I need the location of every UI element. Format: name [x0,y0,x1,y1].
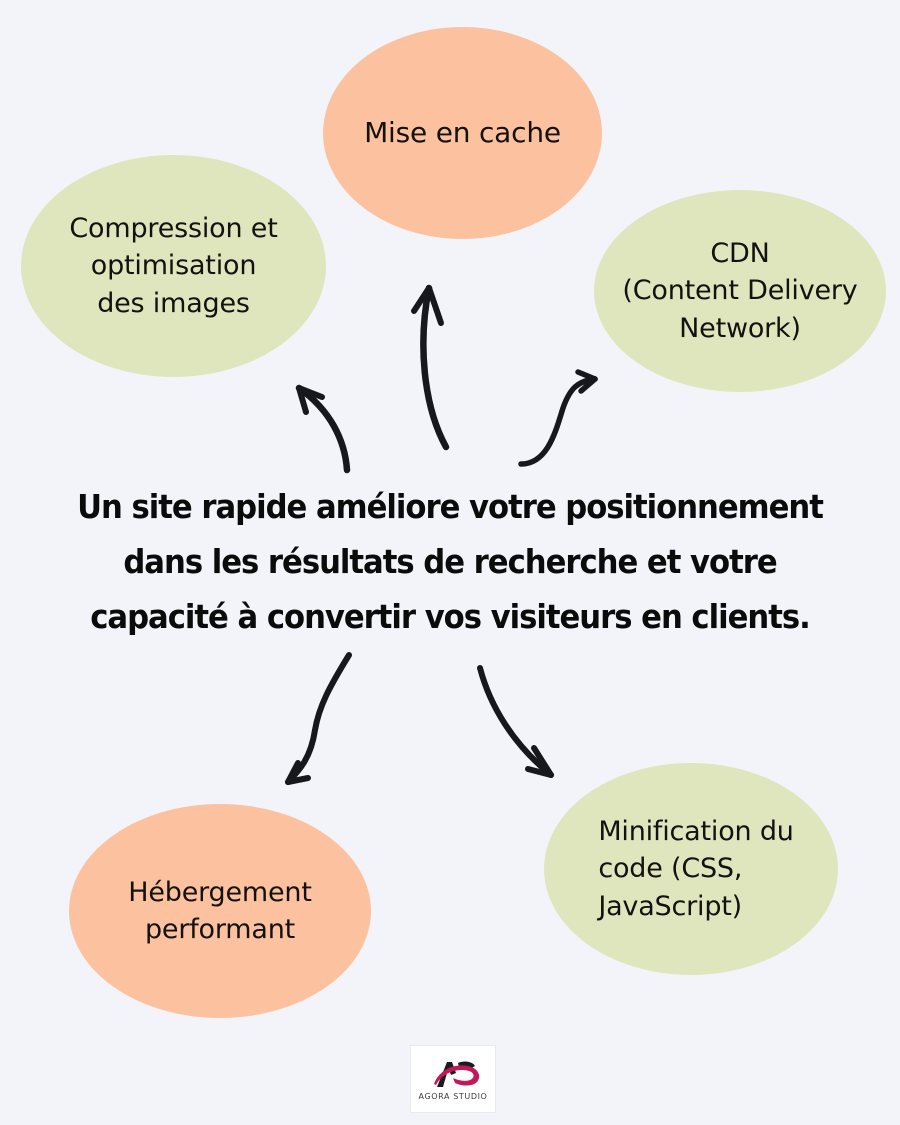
node-compression-images: Compression et optimisation des images [21,155,326,377]
node-hebergement-performant: Hébergement performant [69,804,371,1018]
arrow-to-compression-icon [295,384,351,474]
arrow-to-minification-icon [477,665,554,778]
node-mise-en-cache: Mise en cache [323,27,602,239]
center-statement: Un site rapide améliore votre positionne… [77,487,824,636]
logo-wordmark: AGORA STUDIO [418,1092,488,1101]
node-label-cache: Mise en cache [364,115,561,149]
arrow-to-cdn-icon [518,369,598,467]
node-cdn: CDN (Content Delivery Network) [594,190,886,392]
node-minification-code: Minification du code (CSS, JavaScript) [544,763,838,975]
node-label-hosting: Hébergement performant [128,876,312,945]
node-label-minification: Minification du code (CSS, JavaScript) [598,816,794,922]
arrow-to-hosting-icon [285,652,352,785]
node-label-compression: Compression et optimisation des images [69,213,278,319]
arrow-to-cache-icon [411,284,450,451]
agora-studio-logo: AGORA STUDIO [411,1046,495,1112]
as-monogram-icon [423,1057,483,1091]
node-label-cdn: CDN (Content Delivery Network) [622,238,858,344]
